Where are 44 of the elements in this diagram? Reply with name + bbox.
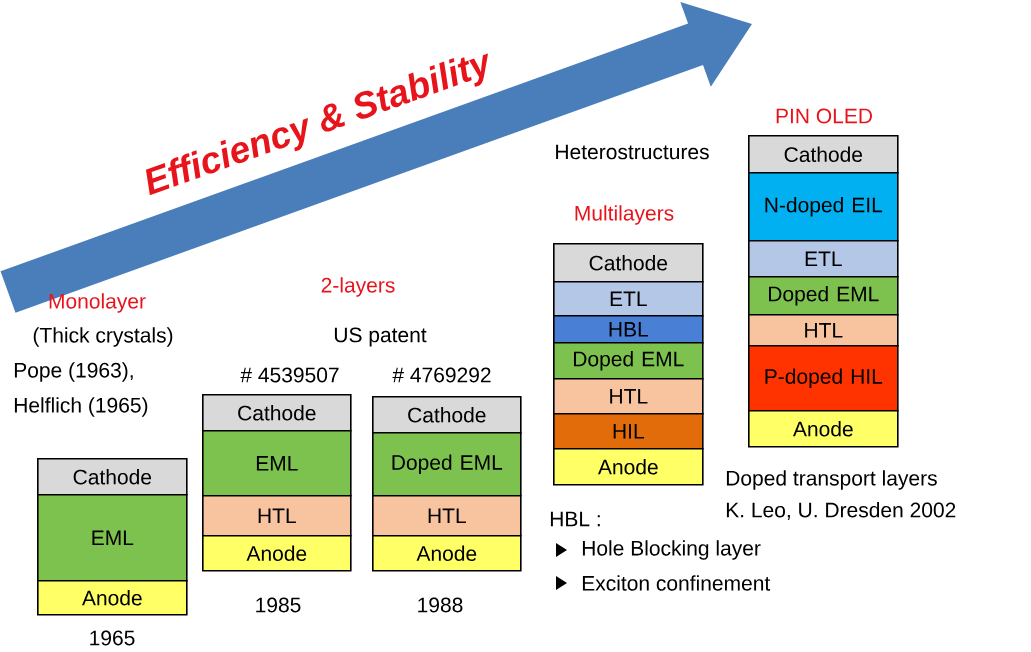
annotation-text: Doped transport layers: [726, 470, 937, 490]
stack-heading: Monolayer: [49, 293, 146, 313]
layer-box: P-doped HIL: [748, 345, 899, 412]
layer-box: HIL: [553, 413, 704, 450]
layer-box: Cathode: [372, 396, 522, 434]
layer-box: Cathode: [202, 394, 352, 432]
layer-box: EML: [37, 494, 188, 582]
layer-box: Cathode: [37, 458, 188, 496]
bullet-text: Exciton confinement: [582, 575, 771, 591]
layer-box: HTL: [553, 378, 704, 415]
annotation-text: Helflich (1965): [14, 397, 148, 417]
annotation-text: K. Leo, U. Dresden 2002: [726, 502, 956, 520]
annotation-text: Heterostructures: [556, 144, 709, 160]
patent-number: # 4769292: [392, 367, 491, 383]
layer-box: Doped EML: [372, 432, 522, 497]
layer-box: HTL: [202, 495, 352, 537]
layer-box: Cathode: [748, 135, 899, 174]
year-label: 1988: [418, 597, 463, 613]
annotation-text: US patent: [334, 327, 427, 347]
stack-heading: 2-layers: [321, 277, 395, 297]
year-label: 1985: [256, 597, 301, 613]
layer-box: Anode: [748, 410, 899, 448]
layer-box: Anode: [37, 580, 188, 616]
annotation-text: (Thick crystals): [33, 327, 173, 347]
layer-box: HBL: [553, 315, 704, 344]
layer-box: Anode: [202, 535, 352, 572]
stack-heading: PIN OLED: [776, 108, 872, 124]
layer-box: ETL: [748, 240, 899, 278]
layer-box: Doped EML: [748, 276, 899, 316]
layer-box: ETL: [553, 281, 704, 317]
layer-box: Doped EML: [553, 342, 704, 380]
year-label: 1965: [90, 630, 135, 646]
layer-box: HTL: [748, 314, 899, 347]
layer-box: Cathode: [553, 243, 704, 283]
annotation-text: HBL :: [550, 511, 600, 527]
bullet-text: Hole Blocking layer: [582, 540, 761, 560]
annotation-text: Pope (1963),: [14, 362, 133, 382]
layer-box: Anode: [372, 535, 522, 572]
layer-box: Anode: [553, 448, 704, 486]
patent-number: # 4539507: [240, 367, 339, 383]
layer-box: N-doped EIL: [748, 172, 899, 242]
layer-box: HTL: [372, 495, 522, 537]
stack-heading: Multilayers: [575, 205, 674, 225]
layer-box: EML: [202, 430, 352, 497]
